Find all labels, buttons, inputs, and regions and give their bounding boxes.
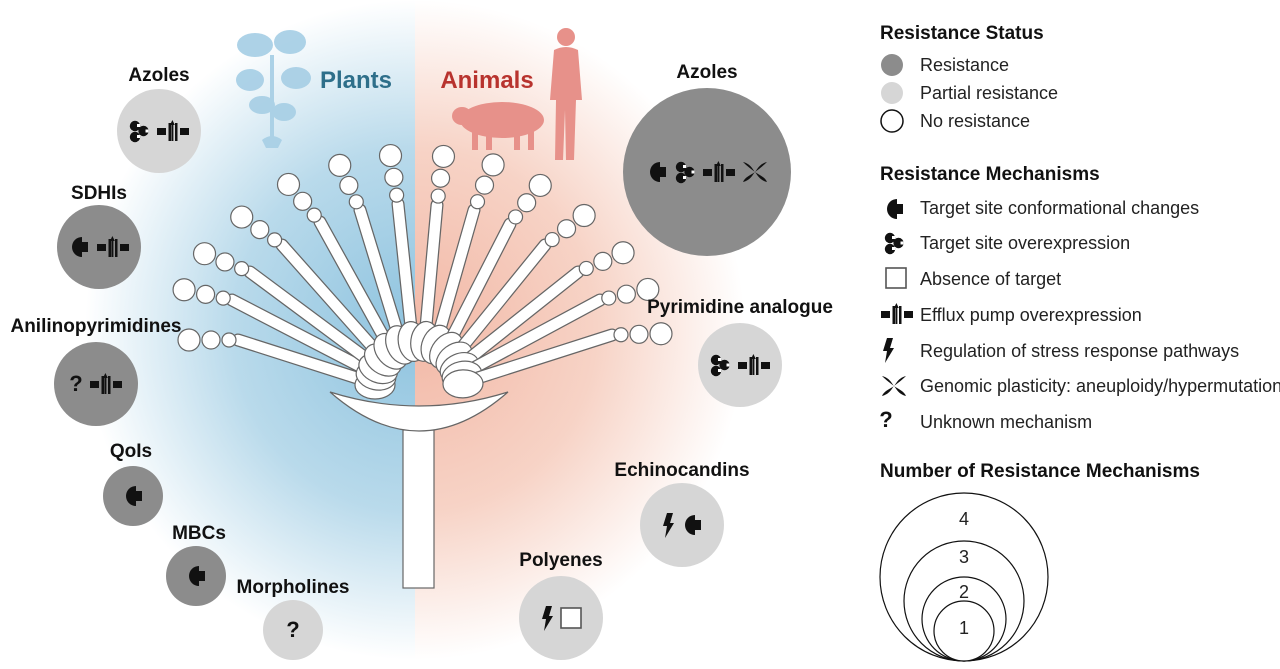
antifungal-label: Azoles	[128, 65, 189, 86]
mechanism-label-unknown: Unknown mechanism	[920, 412, 1092, 432]
unknown-icon	[286, 617, 300, 642]
antifungal-polyenes: Polyenes	[519, 550, 603, 660]
mechanism-label-stress: Regulation of stress response pathways	[920, 341, 1239, 361]
antifungal-sdhis: SDHIs	[57, 183, 141, 289]
mechanism-label-overexpression: Target site overexpression	[920, 233, 1130, 253]
status-label-none: No resistance	[920, 111, 1030, 131]
overexpression-icon	[884, 232, 904, 255]
animals-label: Animals	[440, 67, 533, 94]
antifungal-label: Azoles	[676, 62, 737, 83]
fungus-conidiophore	[172, 143, 673, 589]
antifungal-label: Polyenes	[519, 550, 602, 571]
antifungal-azoles-plants: Azoles	[117, 65, 201, 173]
mechanism-label-genomic: Genomic plasticity: aneuploidy/hypermuta…	[920, 376, 1280, 396]
antifungal-label: QoIs	[110, 441, 152, 462]
absence-of-target-icon	[885, 267, 907, 289]
plant-icon	[236, 30, 311, 148]
antifungal-label: Anilinopyrimidines	[10, 316, 181, 337]
pig-icon	[452, 102, 544, 150]
status-circle	[640, 483, 724, 567]
antifungal-classes: AzolesSDHIsAnilinopyrimidinesQoIsMBCsMor…	[10, 62, 833, 660]
count-label-3: 3	[959, 547, 969, 567]
antifungal-azoles-animals: Azoles	[623, 62, 791, 256]
status-label-partial: Partial resistance	[920, 83, 1058, 103]
resistance-mechanisms-title: Resistance Mechanisms	[880, 164, 1100, 185]
status-swatch-partial	[881, 82, 903, 104]
unknown-icon	[879, 407, 893, 432]
status-label-resistance: Resistance	[920, 55, 1009, 75]
antifungal-anilinopyrimidines: Anilinopyrimidines	[10, 316, 182, 426]
stress-response-icon	[883, 338, 894, 363]
absence-of-target-icon	[560, 607, 582, 629]
person-icon	[550, 28, 582, 160]
mechanism-label-absence: Absence of target	[920, 269, 1061, 289]
antifungal-label: MBCs	[172, 523, 226, 544]
resistance-status-title: Resistance Status	[880, 23, 1044, 44]
status-swatch-none	[880, 109, 904, 133]
antifungal-label: Echinocandins	[614, 460, 749, 481]
conformational-icon	[887, 199, 903, 219]
count-label-2: 2	[959, 582, 969, 602]
antifungal-mbcs: MBCs	[166, 523, 226, 606]
antifungal-pyrimidine-analogue: Pyrimidine analogue	[647, 297, 833, 407]
antifungal-morpholines: Morpholines	[237, 577, 350, 660]
count-label-1: 1	[959, 618, 969, 638]
mechanism-label-conformational: Target site conformational changes	[920, 198, 1199, 218]
count-circle-1	[933, 600, 995, 662]
antifungal-qols: QoIs	[103, 441, 163, 526]
antifungal-label: Pyrimidine analogue	[647, 297, 833, 318]
efflux-icon	[881, 303, 913, 324]
unknown-icon	[69, 371, 83, 396]
plants-label: Plants	[320, 67, 392, 94]
legend: Resistance Status Resistance Partial res…	[879, 23, 1280, 662]
antifungal-label: Morpholines	[237, 577, 350, 598]
mechanism-label-efflux: Efflux pump overexpression	[920, 305, 1142, 325]
antifungal-label: SDHIs	[71, 183, 127, 204]
status-swatch-resistance	[881, 54, 903, 76]
count-label-4: 4	[959, 509, 969, 529]
number-of-mechanisms-title: Number of Resistance Mechanisms	[880, 461, 1200, 482]
genomic-plasticity-icon	[882, 376, 906, 396]
antifungal-echinocandins: Echinocandins	[614, 460, 750, 567]
